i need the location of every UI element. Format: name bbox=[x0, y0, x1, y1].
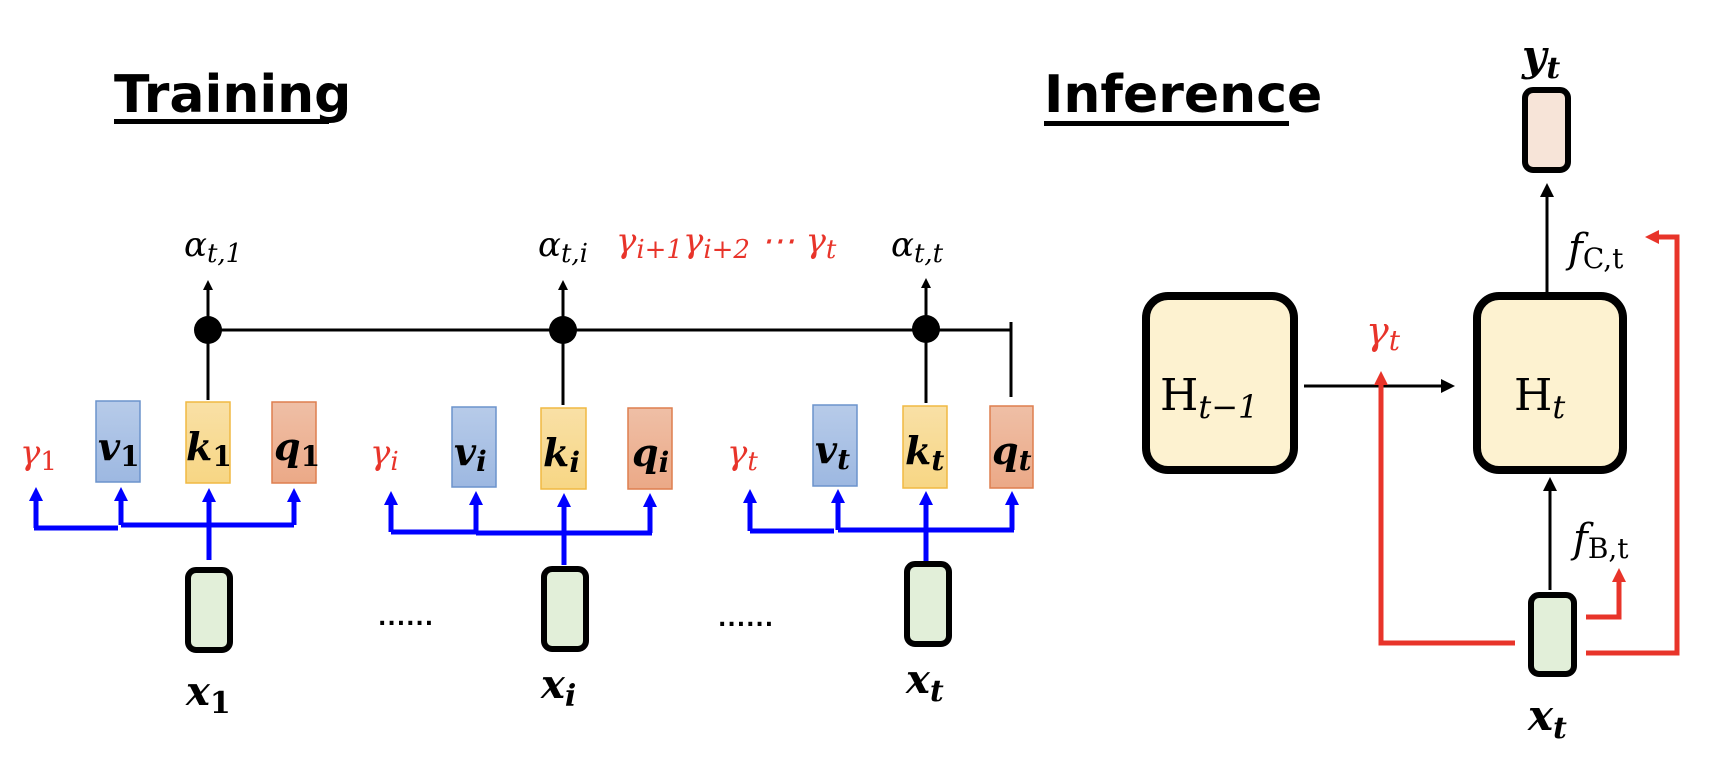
input-token-box bbox=[185, 567, 233, 653]
training-title-underline bbox=[114, 119, 329, 124]
inference-diagram: yt fC,t Ht−1 Ht γt fB,t xt bbox=[1142, 31, 1680, 746]
gamma-label: γi bbox=[370, 433, 399, 477]
alpha-label: αt,1 bbox=[184, 225, 242, 269]
query-box bbox=[271, 401, 317, 484]
value-label: vi bbox=[454, 429, 487, 478]
input-token-label: xt bbox=[905, 656, 944, 709]
value-label: v1 bbox=[98, 424, 140, 473]
key-label: ki bbox=[543, 430, 580, 479]
training-title: Training bbox=[114, 65, 351, 125]
inference-title: Inference bbox=[1044, 65, 1322, 126]
inference-input-label: xt bbox=[1527, 691, 1567, 746]
output-label: yt bbox=[1521, 31, 1560, 86]
prev-state-box bbox=[1142, 292, 1298, 474]
key-box bbox=[902, 405, 948, 489]
key-box bbox=[540, 407, 587, 490]
input-token-label: x1 bbox=[185, 668, 231, 721]
sum-node bbox=[912, 315, 940, 343]
training-title-text: Training bbox=[114, 65, 351, 125]
current-state-box bbox=[1473, 292, 1627, 474]
training-group-1: αt,1 γ1 v1 k1 q1 x1 bbox=[20, 225, 320, 721]
query-label: qt bbox=[992, 428, 1032, 477]
fc-path-arrow bbox=[1586, 230, 1680, 656]
prev-state-label: Ht−1 bbox=[1160, 370, 1258, 426]
inference-title-text: Inference bbox=[1044, 65, 1322, 125]
sum-node bbox=[194, 316, 222, 344]
query-box bbox=[989, 405, 1034, 489]
gamma-label: γt bbox=[727, 433, 758, 477]
inference-title-underline bbox=[1044, 121, 1289, 126]
training-group-i: αt,i γi+1γi+2 ⋯ γt γi vi ki qi xi bbox=[370, 221, 837, 714]
training-group-t: αt,t γt vt kt qt xt bbox=[727, 225, 1034, 709]
ellipsis-2: ...... bbox=[718, 607, 774, 632]
fc-label: fC,t bbox=[1565, 226, 1624, 275]
gamma-path-arrow bbox=[1374, 371, 1515, 646]
value-box bbox=[451, 406, 497, 488]
input-token-box bbox=[541, 566, 589, 652]
key-box bbox=[185, 401, 231, 484]
input-token-box bbox=[904, 561, 952, 647]
inference-input-box bbox=[1528, 592, 1577, 677]
alpha-label: αt,t bbox=[891, 225, 944, 269]
input-token-label: xi bbox=[540, 661, 576, 714]
value-box bbox=[812, 404, 858, 487]
gamma-decay-label: γt bbox=[1366, 309, 1401, 357]
alpha-label: αt,i bbox=[538, 225, 588, 269]
value-box bbox=[95, 400, 141, 483]
query-label: qi bbox=[632, 430, 669, 479]
fb-path-arrow bbox=[1586, 568, 1626, 620]
sum-node bbox=[549, 316, 577, 344]
output-box bbox=[1522, 87, 1571, 173]
ellipsis-1: ...... bbox=[378, 606, 434, 631]
decay-product-label: γi+1γi+2 ⋯ γt bbox=[616, 221, 837, 265]
query-box bbox=[627, 407, 673, 490]
value-label: vt bbox=[815, 427, 850, 476]
current-state-label: Ht bbox=[1514, 370, 1565, 426]
query-label: q1 bbox=[274, 424, 320, 473]
key-label: kt bbox=[905, 428, 944, 477]
fb-label: fB,t bbox=[1570, 516, 1629, 565]
key-label: k1 bbox=[186, 424, 232, 473]
gamma-label: γ1 bbox=[20, 433, 57, 477]
